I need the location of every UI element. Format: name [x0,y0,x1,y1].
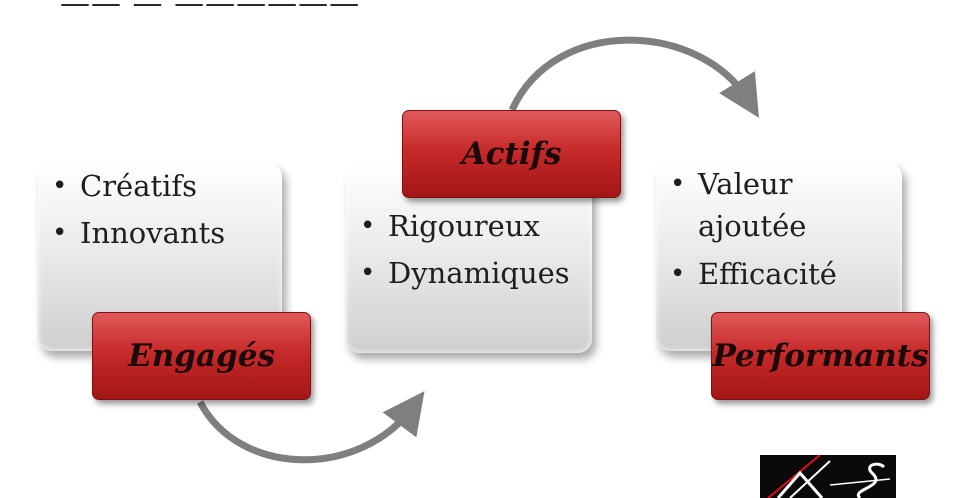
arrow-actifs-to-performants [508,36,760,118]
company-logo [760,455,896,498]
list-item: •Efficacité [670,257,837,291]
logo-mark-icon [767,455,891,498]
actifs-bullet-list: •Rigoureux •Dynamiques [354,203,570,297]
tag-actifs: Actifs [402,110,621,198]
list-item: •Créatifs [52,169,198,203]
performants-bullet-list: •Valeur ajoutée •Efficacité [664,163,884,298]
list-item: •Rigoureux [360,209,540,243]
list-item: •Dynamiques [360,256,570,290]
tag-performants: Performants [711,312,930,400]
engages-bullet-list: •Créatifs •Innovants [46,163,225,257]
slide-title-text: —— — —————— [60,0,360,6]
tag-engages: Engagés [92,312,311,400]
card-actifs: •Rigoureux •Dynamiques [346,165,592,353]
list-item: •Valeur ajoutée [670,167,807,243]
slide-title-partial: —— — —————— [60,0,500,6]
list-item: •Innovants [52,216,226,250]
arrow-engages-to-actifs [196,391,425,464]
